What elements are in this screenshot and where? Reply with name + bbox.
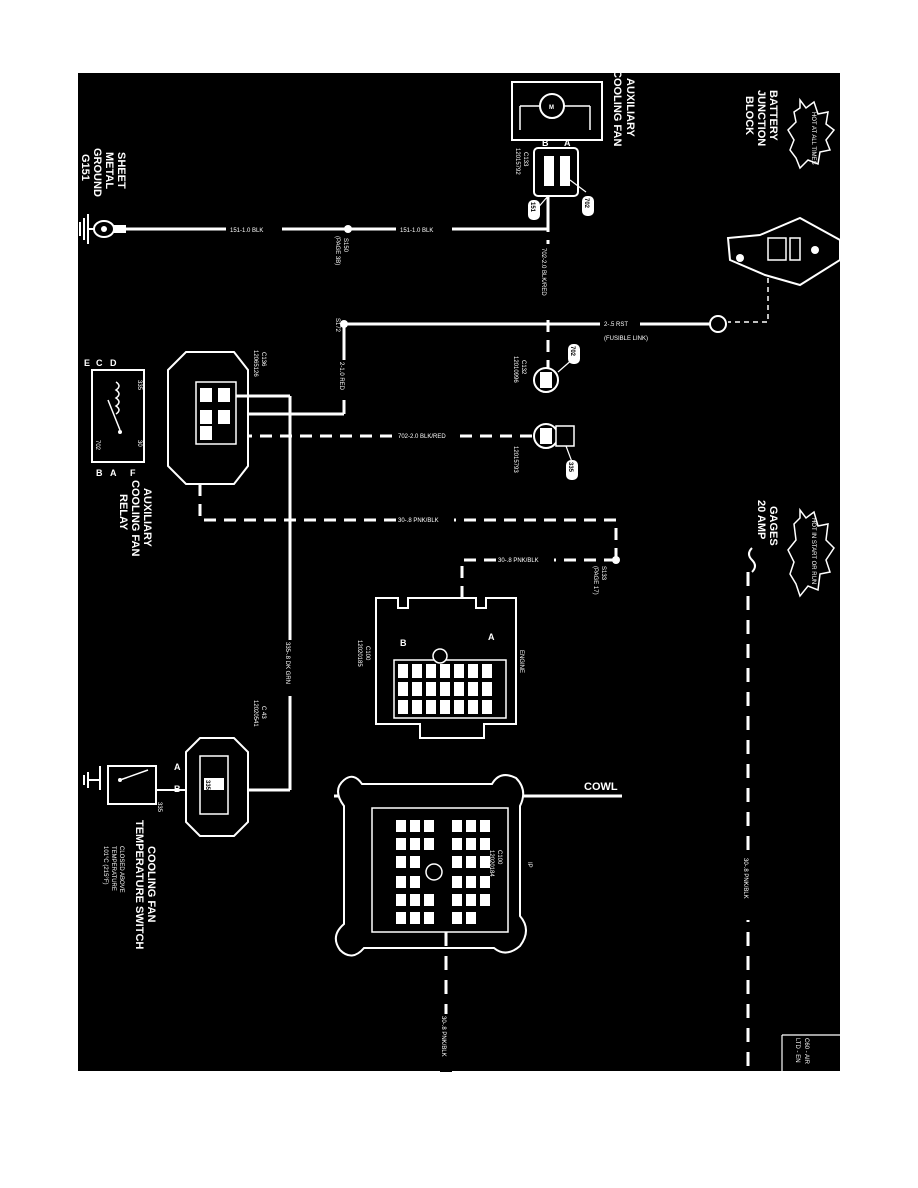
corner-line1: C60 - AIR (803, 1038, 809, 1065)
corner-legend: C60 - AIR LTD - EN (781, 1034, 840, 1071)
ground-g151: SHEET METAL GROUND G151 (79, 148, 127, 244)
aux-fan-part: 12015792 (514, 148, 520, 175)
aux-fan-tag-702: 151 (529, 202, 535, 213)
corner-line2: LTD - EN (794, 1038, 800, 1063)
ground-title-2: METAL (103, 152, 115, 189)
ground-title-3: GROUND (91, 148, 103, 197)
temp-switch-sub-3: 101°C (215°F) (102, 846, 108, 884)
gages-title-1: GAGES (767, 506, 779, 546)
wire-2-red-label: 2-1.0 RED (338, 362, 344, 391)
battery-junction-block: BATTERY JUNCTION BLOCK HOT AT ALL TIMES (726, 90, 841, 287)
gages-title-2: 20 AMP (755, 500, 767, 539)
relay-pin-a: A (110, 468, 117, 478)
c132-tag: 702 (569, 346, 575, 357)
relay-box-pin-335: 335 (136, 380, 142, 391)
relay-title-1: AUXILIARY (141, 488, 153, 548)
wire-151-right-label: 151-1.0 BLK (400, 228, 433, 234)
relay-pin-d: D (110, 358, 117, 368)
c100-ip-part: 12020184 (488, 850, 494, 877)
battery-title-2: JUNCTION (755, 90, 767, 146)
temp-switch-sub-1: CLOSED ABOVE (118, 846, 124, 893)
connector-c162: 335 12015793 (512, 423, 578, 480)
relay-pin-f: F (130, 468, 136, 478)
connector-c100-engine: ENGINE C100 12020185 A B (356, 597, 524, 739)
aux-fan-title-2: COOLING FAN (611, 70, 623, 146)
wire-702-bklred-label: 702-2.0 BLK/RED (540, 248, 546, 296)
s150-label: S150 (342, 238, 348, 253)
c100-engine-part: 12020185 (356, 640, 362, 667)
connector-c132: 702 C132 12010996 (512, 344, 580, 393)
battery-title-3: BLOCK (743, 96, 755, 135)
wire-30-right-label: 30-.8 PNK/BLK (742, 858, 748, 899)
battery-title-1: BATTERY (767, 90, 779, 141)
wire-335-label: 335-.8 DK GRN (284, 642, 290, 684)
c162-part: 12015793 (512, 446, 518, 473)
s133-page: (PAGE 17) (592, 566, 598, 595)
aux-fan-pin-b: B (542, 138, 549, 148)
c100-engine-label: ENGINE (518, 650, 524, 673)
s150-page: (PAGE 3B) (334, 236, 340, 265)
relay-pin-e: E (84, 358, 90, 368)
fusible-link-label: (FUSIBLE LINK) (604, 336, 648, 342)
relay-pin-c: C (96, 358, 103, 368)
c162-tag: 335 (567, 462, 573, 473)
ground-title-4: G151 (79, 154, 91, 181)
gages-fuse: GAGES 20 AMP HOT IN START OR RUN 30-.8 P… (742, 500, 835, 1071)
s133-label: S133 (600, 566, 606, 581)
gages-hot-label: HOT IN START OR RUN (810, 518, 816, 584)
wire-2-feed: 2-.5 RST (FUSIBLE LINK) S172 2-1.0 RED (240, 318, 710, 416)
wire-702-fan: 702-2.0 BLK/RED (540, 200, 552, 368)
c132-conn: C132 (520, 360, 526, 375)
wire-30-pnk-label: 30-.8 PNK/BLK (398, 518, 439, 524)
relay-title-2: COOLING FAN (129, 480, 141, 556)
aux-fan-conn: C133 (522, 152, 528, 167)
c100-row-a: A (488, 632, 495, 642)
c43-tag: 335 (204, 780, 210, 791)
ground-title-1: SHEET (115, 152, 127, 189)
temp-switch-title-1: COOLING FAN (145, 846, 157, 922)
wire-30-bottom-label: 30-.8 PNK/BLK (440, 1016, 446, 1057)
temp-switch-tag: 335 (156, 802, 162, 813)
temp-switch: 335 COOLING FAN TEMPERATURE SWITCH CLOSE… (83, 765, 186, 949)
relay-box-pin-30: 30 (136, 440, 142, 447)
wire-2-rst-label: 2-.5 RST (604, 322, 628, 328)
relay-pin-b: B (96, 468, 103, 478)
wire-151-left-label: 151-1.0 BLK (230, 228, 263, 234)
c100-row-b: B (400, 638, 407, 648)
battery-eyelet (709, 315, 727, 333)
connector-c43: 335 C 43 12020541 A B (174, 700, 266, 837)
wire-30-bottom: 30-.8 PNK/BLK (440, 932, 452, 1072)
c100-ip-label: IP (526, 862, 532, 868)
relay-title-3: RELAY (117, 494, 129, 531)
connector-c100-ip: IP C100 12020184 (334, 774, 532, 957)
relay-part: 12065126 (252, 350, 258, 377)
temp-switch-sub-2: TEMPERATURE (110, 846, 116, 891)
c43-pin-a: A (174, 762, 181, 772)
wire-151-blk: 151-1.0 BLK 151-1.0 BLK S150 (PAGE 3B) (126, 196, 550, 265)
svg-text:M: M (549, 105, 554, 111)
cowl-label: COWL (584, 781, 618, 793)
wire-702-left-label: 702-2.0 BLK/RED (398, 434, 446, 440)
aux-fan-pin-a: A (564, 138, 571, 148)
s172-label: S172 (334, 318, 340, 333)
c43-part: 12020541 (252, 700, 258, 727)
c100-engine-conn: C100 (364, 646, 370, 661)
wire-335: 335-.8 DK GRN (246, 640, 296, 792)
aux-fan-title-1: AUXILIARY (624, 78, 636, 138)
temp-switch-title-2: TEMPERATURE SWITCH (133, 820, 145, 949)
aux-fan-tag-151: 702 (583, 198, 589, 209)
wire-30-relay: 30-.8 PNK/BLK S133 (PAGE 17) 30-.8 PNK/B… (198, 484, 620, 640)
relay-box-pin-702: 702 (94, 440, 100, 451)
relay-conn: C136 (260, 352, 266, 367)
c100-ip-conn: C100 (496, 850, 502, 865)
c132-part: 12010996 (512, 356, 518, 383)
aux-fan-relay: C136 12065126 D A E F C B 335 30 702 AUX… (84, 350, 292, 790)
aux-cooling-fan: M AUXILIARY COOLING FAN B A C133 1201579… (511, 70, 636, 220)
battery-hot-label: HOT AT ALL TIMES (810, 112, 816, 165)
wire-30-pnk-label-2: 30-.8 PNK/BLK (498, 558, 539, 564)
c43-conn: C 43 (260, 706, 266, 719)
